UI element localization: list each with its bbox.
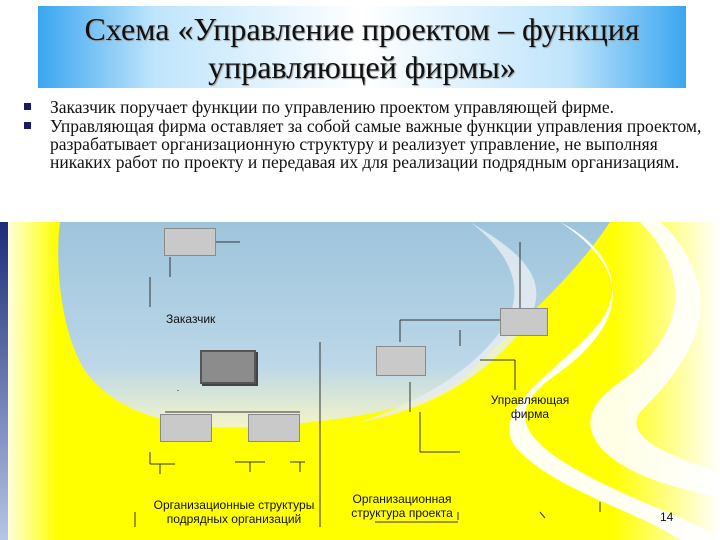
- project-structure-label: Организационная структура проекта: [351, 492, 453, 520]
- bullet-text: Управляющая фирма оставляет за собой сам…: [50, 116, 702, 172]
- left-edge-shade: [0, 222, 8, 540]
- subdivision-box-left: [160, 414, 212, 442]
- customer-box: [164, 228, 216, 256]
- square-bullet-icon: [24, 103, 31, 110]
- customer-label: Заказчик: [166, 312, 216, 326]
- managing-firm-label: Управляющая фирма: [490, 393, 570, 421]
- bullet-item: Заказчик поручает функции по управлению …: [22, 98, 712, 116]
- managing-firm-box-upper: [500, 308, 548, 336]
- bullet-item: Управляющая фирма оставляет за собой сам…: [22, 117, 712, 171]
- slide-title: Схема «Управление проектом – функция упр…: [84, 11, 640, 85]
- white-ribbon-thin: [590, 222, 720, 498]
- bullet-list: Заказчик поручает функции по управлению …: [22, 98, 712, 172]
- bullet-text: Заказчик поручает функции по управлению …: [50, 97, 615, 117]
- sky-region: [58, 222, 611, 428]
- central-management-box: [200, 350, 256, 384]
- contractors-structure-label: Организационные структуры подрядных орга…: [153, 498, 315, 526]
- white-ribbon-inner: [360, 222, 537, 422]
- page-number: 14: [660, 510, 674, 524]
- title-banner: [38, 6, 686, 88]
- managing-firm-box-lower: [376, 346, 426, 376]
- diagram-background: [0, 222, 720, 540]
- connector-lines: [134, 241, 601, 527]
- subdivision-box-right: [248, 414, 300, 442]
- square-bullet-icon: [24, 122, 31, 129]
